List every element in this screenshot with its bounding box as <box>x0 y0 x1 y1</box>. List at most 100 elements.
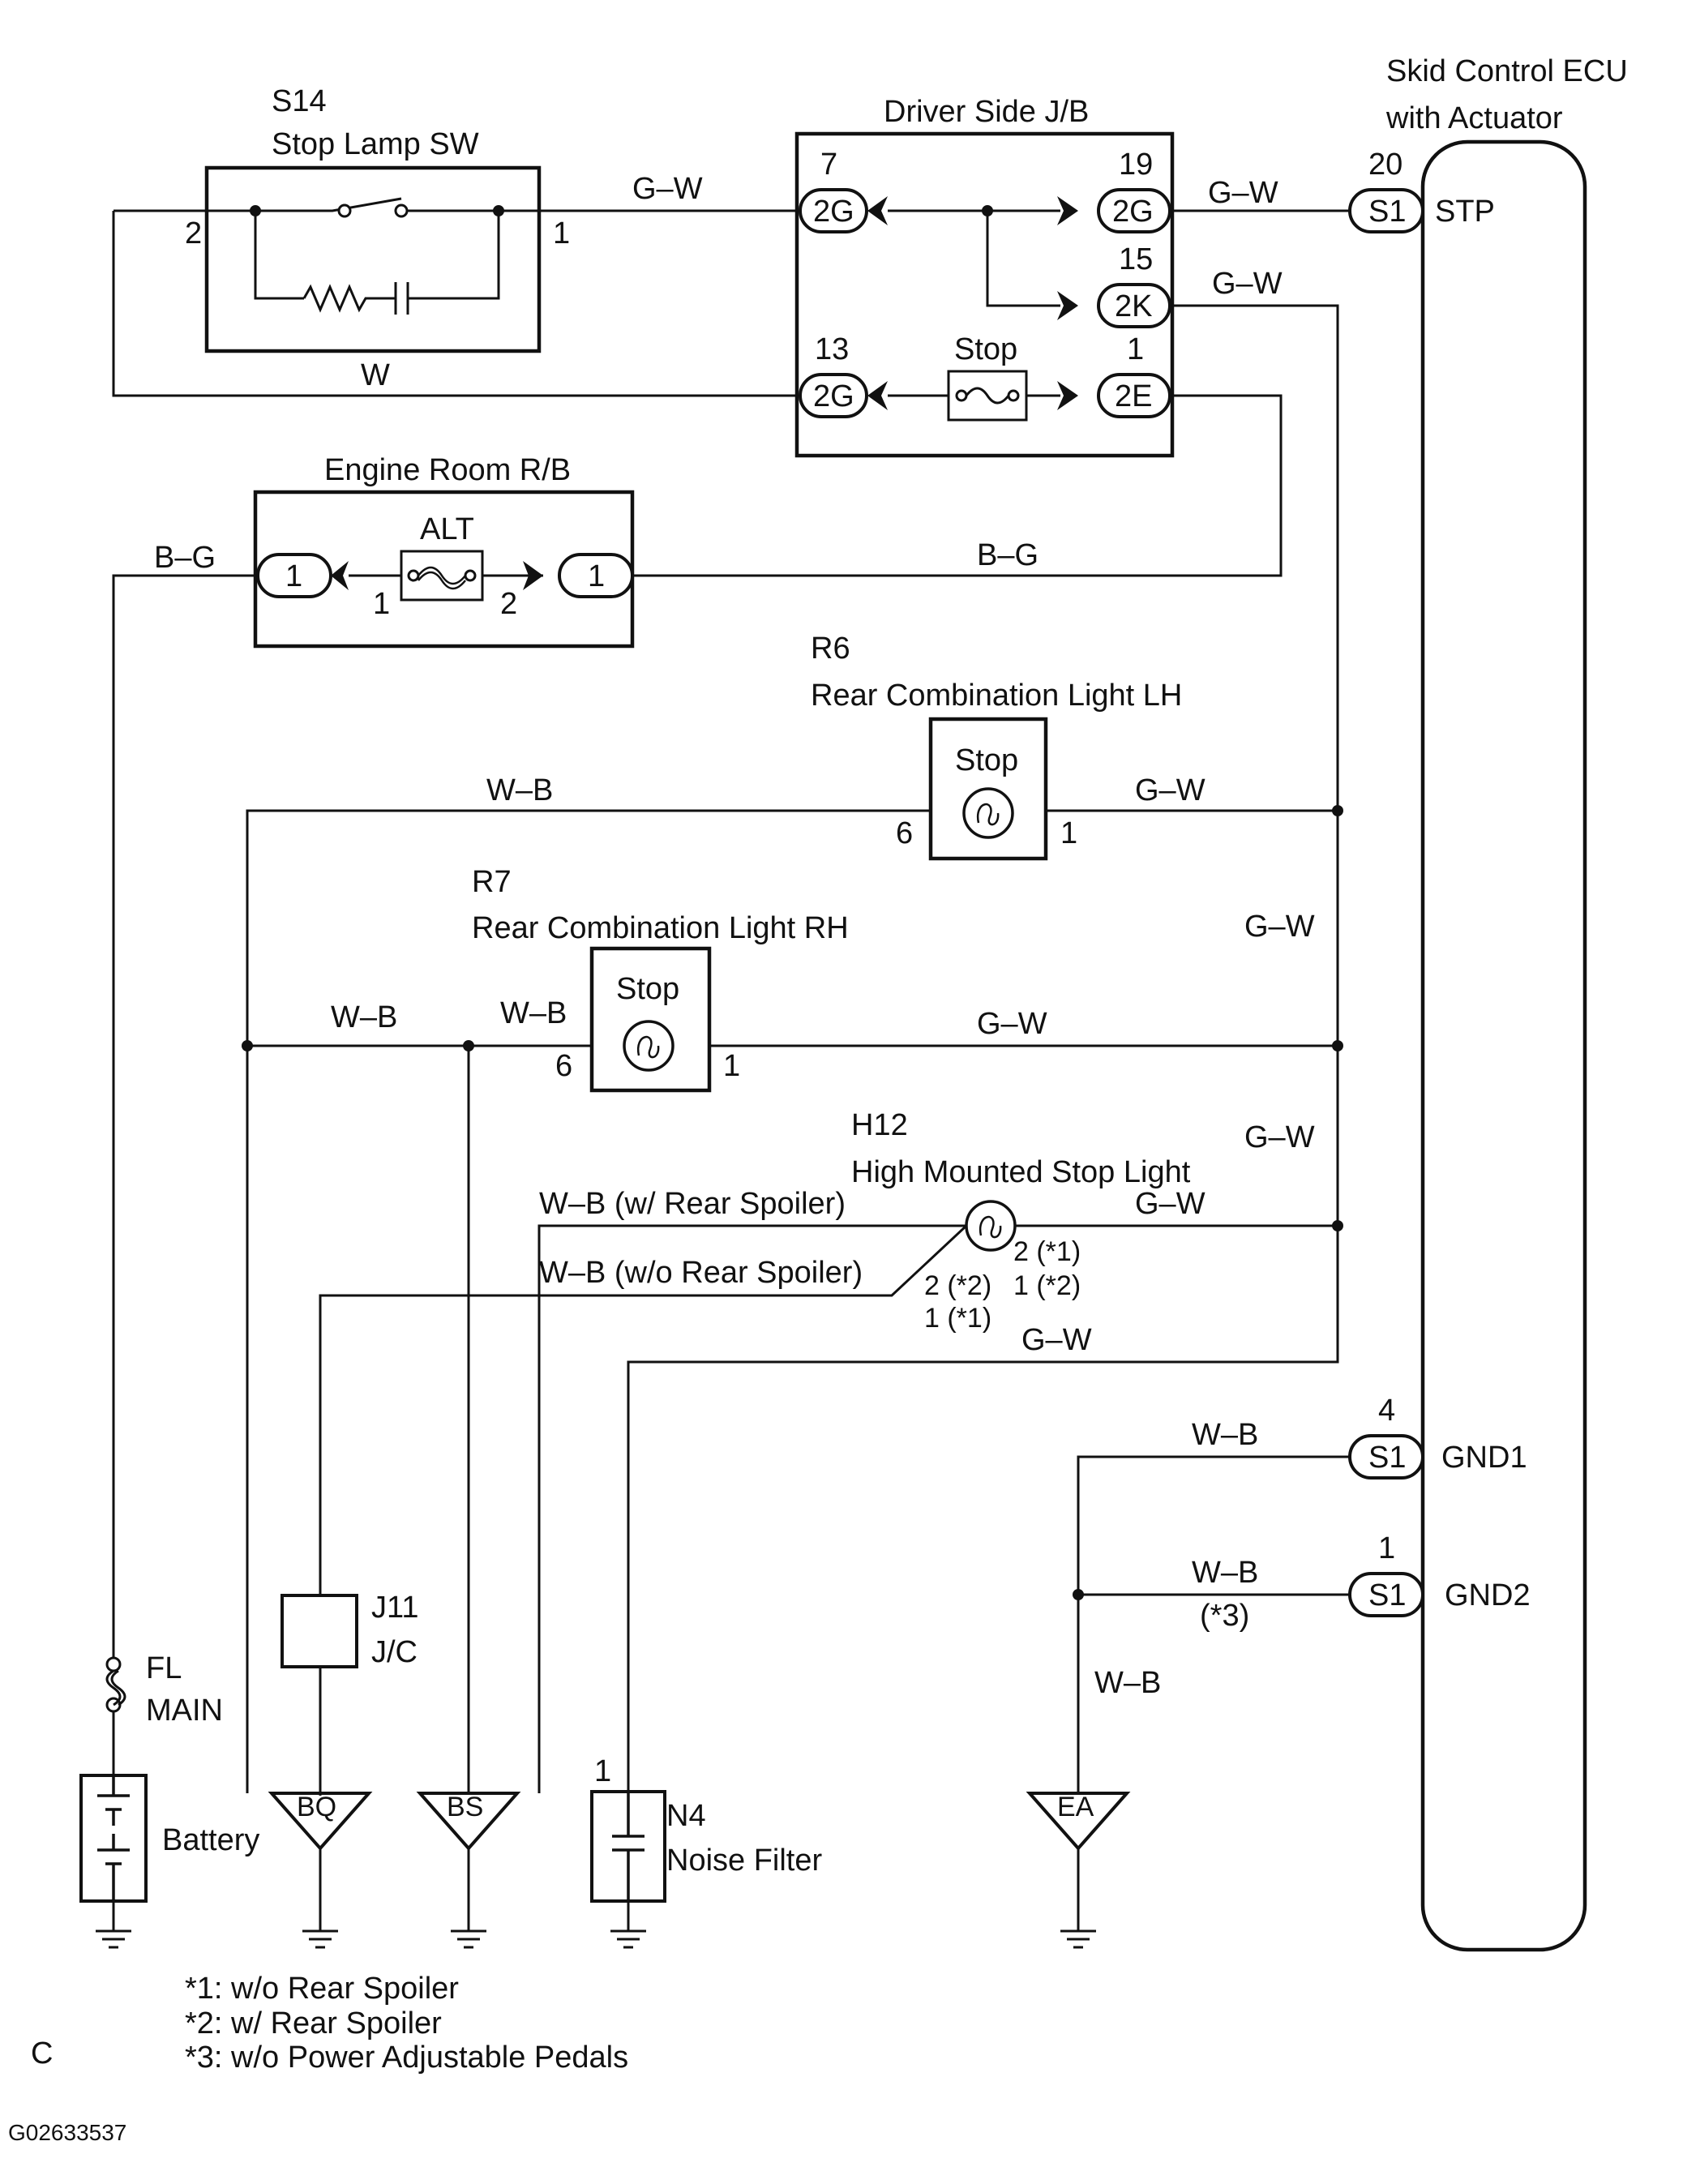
r6-code: R6 <box>811 632 850 666</box>
rear-combination-light-lh: Stop R6 Rear Combination Light LH 6 1 <box>811 632 1182 861</box>
ground-icon <box>1060 1929 1096 1949</box>
bulb-icon <box>979 1215 1002 1239</box>
wire-gw-n4: G–W <box>1021 1323 1092 1357</box>
conn-2g-13-pin: 13 <box>815 332 849 366</box>
r7-lamp-label: Stop <box>616 972 679 1006</box>
wire-labels: G–W G–W G–W W B–G B–G W–B G–W G–W W–B W–… <box>154 172 1315 1700</box>
fl-name: MAIN <box>146 1694 223 1728</box>
wire-gw-h12: G–W <box>1135 1187 1206 1221</box>
footnotes: *1: w/o Rear Spoiler *2: w/ Rear Spoiler… <box>8 1972 628 2145</box>
battery-label: Battery <box>162 1823 259 1857</box>
arrow-icon <box>1057 196 1078 225</box>
n4-name: Noise Filter <box>666 1844 822 1878</box>
connector-s1-1 <box>1348 1572 1424 1617</box>
engine-room-relay-block: Engine Room R/B 1 ALT 1 2 1 <box>253 453 635 649</box>
ground-points: BQ BS EA <box>268 1792 1131 1852</box>
fl-code: FL <box>146 1651 182 1685</box>
r7-pin-1: 1 <box>723 1049 740 1083</box>
arrow-icon <box>867 196 888 225</box>
conn-2g-19-pin: 19 <box>1119 148 1153 182</box>
connector-s1-20 <box>1348 188 1424 233</box>
conn-2g-19-label: 2G <box>1112 195 1154 229</box>
conn-2g-7-label: 2G <box>813 195 854 229</box>
ground-bs <box>416 1792 521 1852</box>
alt-fuse <box>400 550 484 602</box>
ground-bq-label: BQ <box>297 1792 336 1822</box>
connector-2g-19 <box>1097 188 1171 233</box>
ground-icon <box>610 1929 646 1949</box>
wire-w-loop: W <box>361 358 390 392</box>
junction-dots <box>242 205 1343 1600</box>
h12-code: H12 <box>851 1108 908 1142</box>
r6-name: Rear Combination Light LH <box>811 679 1182 713</box>
wire-bg-left: B–G <box>154 541 216 575</box>
ecu-name-line1: Skid Control ECU <box>1386 54 1628 88</box>
ground-ea <box>1026 1792 1131 1852</box>
wire-wb-h12-without: W–B (w/o Rear Spoiler) <box>539 1256 863 1290</box>
r6-pin-6: 6 <box>896 816 913 850</box>
wire-note-gnd2: (*3) <box>1200 1599 1249 1633</box>
wire-wb-gnd1: W–B <box>1192 1418 1258 1452</box>
wire-gw-mid1: G–W <box>1244 910 1315 944</box>
wire-wb-h12-with: W–B (w/ Rear Spoiler) <box>539 1187 846 1221</box>
arrow-icon <box>331 561 349 590</box>
alt-fuse-label: ALT <box>420 512 474 546</box>
driver-side-junction-block: Driver Side J/B 2G 7 2G 19 2K 15 2G 13 S… <box>794 95 1175 458</box>
capacitor-icon <box>389 282 438 315</box>
arrow-icon <box>1057 381 1078 410</box>
engine-rb-name: Engine Room R/B <box>324 453 571 487</box>
wire-gw-r7: G–W <box>977 1007 1047 1041</box>
h12-pin-d: 1 (*1) <box>924 1303 991 1334</box>
fuse-icon <box>965 387 1010 405</box>
gnd1-conn: S1 <box>1368 1441 1406 1475</box>
h12-pin-a: 2 (*1) <box>1013 1236 1081 1267</box>
conn-2e-pin: 1 <box>1127 332 1144 366</box>
r7-name: Rear Combination Light RH <box>472 911 849 945</box>
wire-gw-s14-jb: G–W <box>632 172 703 206</box>
high-mounted-stop-light: H12 High Mounted Stop Light 2 (*1) 1 (*2… <box>851 1108 1191 1334</box>
s14-pin-1: 1 <box>553 216 570 251</box>
r7-code: R7 <box>472 865 512 899</box>
connector-right-1 <box>558 553 634 598</box>
gnd2-conn: S1 <box>1368 1578 1406 1612</box>
battery: Battery <box>79 1774 259 1903</box>
connector-2g-7 <box>799 188 868 233</box>
ground-ea-label: EA <box>1057 1792 1094 1822</box>
r7-pin-6: 6 <box>555 1049 572 1083</box>
n4-code: N4 <box>666 1799 706 1833</box>
alt-pin-1: 1 <box>373 587 390 621</box>
wire-wb-r7-left: W–B <box>331 1000 397 1034</box>
wire-gw-2k: G–W <box>1212 267 1283 301</box>
arrow-icon <box>523 561 543 590</box>
gnd1-pin: 4 <box>1378 1394 1395 1428</box>
j11-code: J11 <box>371 1591 418 1625</box>
wire-wb-ea: W–B <box>1094 1666 1161 1700</box>
stop-fuse-label: Stop <box>954 332 1017 366</box>
connector-s1-4 <box>1348 1434 1424 1480</box>
stop-fuse <box>947 370 1028 422</box>
connector-2g-13 <box>799 373 868 418</box>
note-3: *3: w/o Power Adjustable Pedals <box>185 2041 628 2075</box>
gnd2-terminal: GND2 <box>1445 1578 1531 1612</box>
r6-pin-1: 1 <box>1060 816 1077 850</box>
noise-filter: 1 N4 Noise Filter <box>590 1754 822 1903</box>
gnd1-terminal: GND1 <box>1441 1441 1527 1475</box>
wire-wb-r6: W–B <box>486 773 553 807</box>
bulb-icon <box>636 1035 660 1059</box>
conn-2k-pin: 15 <box>1119 242 1153 276</box>
conn-2g-13-label: 2G <box>813 379 854 413</box>
bulb-icon <box>976 803 1000 826</box>
stop-lamp-switch: S14 Stop Lamp SW 2 1 <box>185 84 570 353</box>
wire-wb-gnd2: W–B <box>1192 1556 1258 1590</box>
ground-icon <box>96 1929 131 1949</box>
chassis-ground-icons <box>96 1929 1096 1949</box>
stp-terminal: STP <box>1435 195 1495 229</box>
fuse-icon <box>418 566 466 590</box>
stp-pin: 20 <box>1368 148 1402 182</box>
gnd2-pin: 1 <box>1378 1531 1395 1565</box>
fusible-link-icon <box>105 1669 126 1707</box>
junction-connector-j11: J11 J/C <box>280 1591 418 1669</box>
s14-pin-2: 2 <box>185 216 202 251</box>
wires <box>112 197 1360 1931</box>
